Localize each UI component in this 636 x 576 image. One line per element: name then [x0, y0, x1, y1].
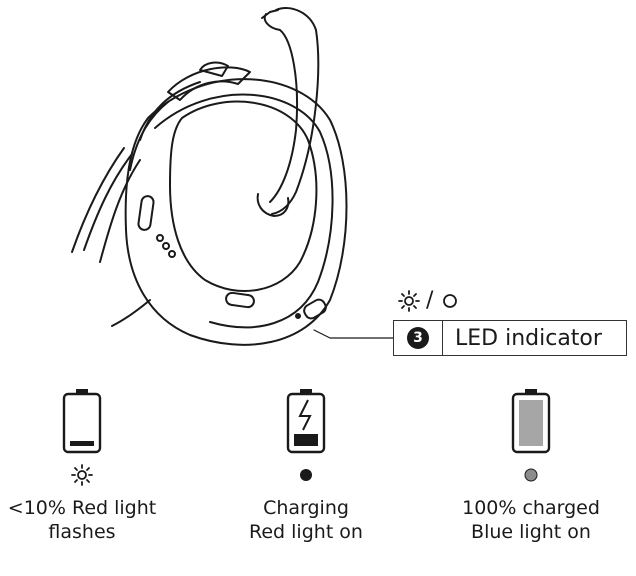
headband [263, 13, 299, 203]
earcup-outline [124, 78, 348, 346]
mic-hole [156, 234, 164, 242]
battery-low-icon [62, 389, 102, 454]
headphone-illustration [71, 7, 394, 346]
callout-number-badge: 3 [407, 327, 429, 349]
side-button-top [137, 195, 155, 231]
leader-line [313, 329, 394, 339]
status-low-battery: <10% Red light flashes [0, 388, 182, 544]
battery-charging-icon [286, 389, 326, 454]
gray-dot-icon [524, 468, 538, 482]
callout-label: LED indicator [455, 325, 602, 351]
lightning-bolt-icon [298, 399, 312, 431]
filled-dot-icon [300, 469, 312, 481]
battery-full-icon [511, 389, 551, 454]
status-line-2: flashes [48, 521, 116, 543]
status-line-1: 100% charged [462, 497, 600, 519]
led-states-row: / [398, 290, 459, 312]
status-line-1: Charging [263, 497, 349, 519]
status-line-2: Red light on [249, 521, 363, 543]
flashing-light-icon [71, 464, 93, 486]
light-flashing-icon [398, 290, 420, 312]
earcup-face [169, 100, 318, 292]
status-full: 100% charged Blue light on [431, 388, 631, 544]
led-indicator-callout: 3 LED indicator [393, 320, 627, 356]
power-button [225, 291, 255, 309]
slash-separator: / [426, 288, 434, 313]
status-line-2: Blue light on [471, 521, 591, 543]
status-line-1: <10% Red light [7, 497, 157, 519]
led-dot [295, 313, 301, 319]
light-off-icon [443, 294, 458, 308]
status-charging: Charging Red light on [206, 388, 406, 544]
usb-port [303, 298, 327, 320]
